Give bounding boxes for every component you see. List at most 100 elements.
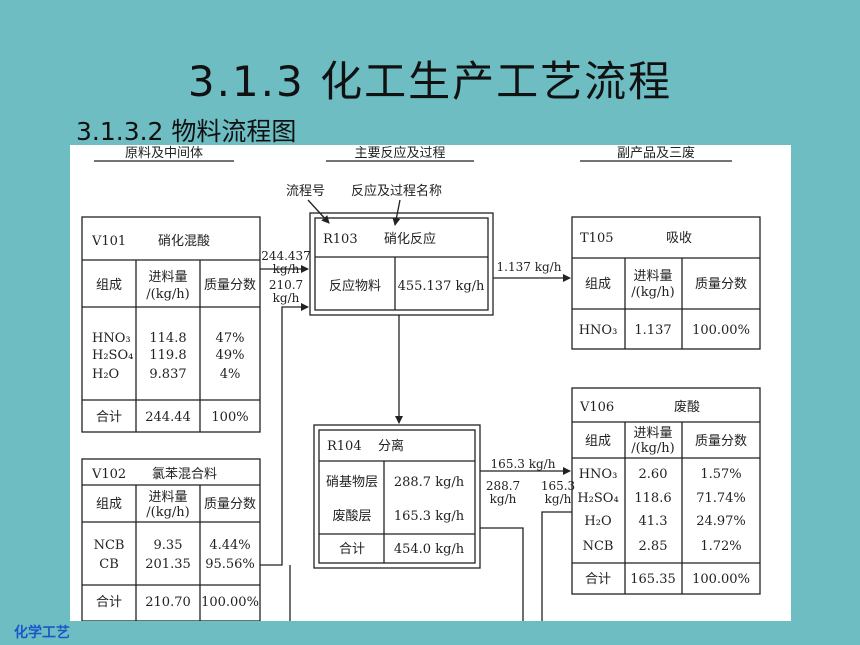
v106-row1-fraction: 1.57%	[700, 467, 741, 482]
v102-total-label: 合计	[96, 595, 122, 610]
flow-v106-return-line2: kg/h	[545, 492, 572, 506]
v102-row1-fraction: 4.44%	[209, 538, 250, 553]
header-right: 副产品及三废	[617, 145, 695, 161]
t105-col-feed-line1: 进料量	[633, 269, 672, 284]
header-middle: 主要反应及过程	[354, 145, 445, 161]
v106-row3-component: H₂O	[584, 514, 611, 529]
page-title: 3.1.3 化工生产工艺流程	[187, 57, 673, 106]
r104-name: 分离	[378, 438, 404, 454]
section-subtitle: 3.1.3.2 物料流程图	[76, 117, 297, 146]
t105-col-mass-fraction: 质量分数	[695, 277, 747, 292]
t105-col-composition: 组成	[585, 277, 611, 292]
r104-row2-value: 165.3 kg/h	[394, 509, 465, 524]
t105-row1-fraction: 100.00%	[692, 323, 750, 338]
v102-total-feed: 210.70	[145, 595, 191, 610]
flow-v102-r103-line1: 210.7	[269, 278, 303, 292]
v102-row2-fraction: 95.56%	[205, 557, 255, 572]
flow-v101-r103-line1: 244.437	[261, 249, 311, 263]
r103-row-label: 反应物料	[329, 278, 381, 294]
v102-name: 氯苯混合料	[152, 467, 217, 482]
v106-id: V106	[579, 400, 614, 415]
flow-diagram-svg: 原料及中间体 主要反应及过程 副产品及三废 流程号 反应及过程名称 V101 硝…	[81, 145, 761, 621]
flow-v102-r103-line2: kg/h	[273, 291, 300, 305]
callout-process-name: 反应及过程名称	[351, 183, 442, 199]
t105-name: 吸收	[666, 231, 692, 246]
v106-row3-feed: 41.3	[639, 514, 668, 529]
r104-row1-value: 288.7 kg/h	[394, 475, 465, 490]
flow-r104-v106: 165.3 kg/h	[491, 457, 556, 471]
v101-col-mass-fraction: 质量分数	[204, 278, 256, 293]
v101-row3-fraction: 4%	[220, 367, 241, 382]
v106-row1-feed: 2.60	[639, 467, 668, 482]
v106-row4-component: NCB	[583, 539, 614, 554]
v101-total-fraction: 100%	[211, 410, 248, 425]
t105-col-feed-line2: /(kg/h)	[631, 285, 674, 300]
v101-row1-feed: 114.8	[149, 331, 186, 346]
v101-total-feed: 244.44	[145, 410, 191, 425]
r103-name: 硝化反应	[384, 231, 436, 247]
v102-table	[81, 458, 261, 621]
v106-row4-feed: 2.85	[639, 539, 668, 554]
v106-row2-component: H₂SO₄	[577, 491, 618, 506]
v106-col-feed-line2: /(kg/h)	[631, 441, 674, 456]
v106-name: 废酸	[674, 399, 700, 415]
r104-box	[313, 424, 481, 569]
v102-row2-feed: 201.35	[145, 557, 191, 572]
r103-box	[309, 212, 494, 316]
v102-col-composition: 组成	[96, 497, 122, 512]
v101-row2-component: H₂SO₄	[92, 348, 133, 363]
v102-row1-component: NCB	[94, 538, 125, 553]
v106-col-composition: 组成	[585, 434, 611, 449]
v101-table	[81, 216, 261, 433]
v101-row3-feed: 9.837	[149, 367, 186, 382]
v101-col-composition: 组成	[96, 278, 122, 293]
v106-total-feed: 165.35	[630, 572, 676, 587]
line-r104-down	[480, 527, 524, 621]
flow-r104-down-line2: kg/h	[490, 492, 517, 506]
v101-col-feed-line1: 进料量	[148, 270, 187, 285]
v106-col-mass-fraction: 质量分数	[695, 434, 747, 449]
line-v106-return	[541, 511, 572, 621]
v101-row1-component: HNO₃	[92, 331, 131, 346]
material-flow-diagram: 原料及中间体 主要反应及过程 副产品及三废 流程号 反应及过程名称 V101 硝…	[70, 145, 791, 621]
v102-row2-component: CB	[99, 557, 119, 572]
callout-flow-no-line	[307, 199, 330, 224]
r103-id: R103	[323, 232, 358, 247]
v106-col-feed-line1: 进料量	[633, 426, 672, 441]
v101-name: 硝化混酸	[158, 234, 210, 249]
r104-total-value: 454.0 kg/h	[394, 542, 465, 557]
v101-row2-feed: 119.8	[149, 348, 186, 363]
arrow-v102-to-r103	[260, 303, 309, 566]
v101-id: V101	[91, 234, 126, 249]
header-left: 原料及中间体	[125, 146, 203, 161]
v102-row1-feed: 9.35	[154, 538, 183, 553]
t105-id: T105	[580, 231, 613, 246]
v106-total-label: 合计	[585, 572, 611, 587]
v106-row4-fraction: 1.72%	[700, 539, 741, 554]
v106-row2-feed: 118.6	[634, 491, 671, 506]
v101-row2-fraction: 49%	[216, 348, 245, 363]
flow-r104-down-line1: 288.7	[486, 479, 520, 493]
v102-col-feed-line1: 进料量	[148, 490, 187, 505]
v102-id: V102	[91, 467, 126, 482]
v101-total-label: 合计	[96, 410, 122, 425]
v106-row1-component: HNO₃	[579, 467, 618, 482]
t105-row1-feed: 1.137	[634, 323, 671, 338]
r104-total-label: 合计	[339, 542, 365, 557]
v106-row3-fraction: 24.97%	[696, 514, 746, 529]
v102-col-mass-fraction: 质量分数	[204, 497, 256, 512]
r104-id: R104	[327, 439, 362, 454]
r104-row1-label: 硝基物层	[326, 475, 378, 490]
flow-r103-t105: 1.137 kg/h	[497, 260, 562, 274]
callout-process-name-line	[392, 199, 401, 226]
flow-v101-r103-line2: kg/h	[273, 262, 300, 276]
v102-total-fraction: 100.00%	[201, 595, 259, 610]
r104-row2-label: 废酸层	[332, 508, 371, 524]
v106-row2-fraction: 71.74%	[696, 491, 746, 506]
t105-row1-component: HNO₃	[579, 323, 618, 338]
t105-table	[571, 216, 761, 350]
v106-total-fraction: 100.00%	[692, 572, 750, 587]
v102-col-feed-line2: /(kg/h)	[146, 505, 189, 520]
r103-row-value: 455.137 kg/h	[398, 279, 485, 294]
v106-table	[571, 387, 761, 595]
